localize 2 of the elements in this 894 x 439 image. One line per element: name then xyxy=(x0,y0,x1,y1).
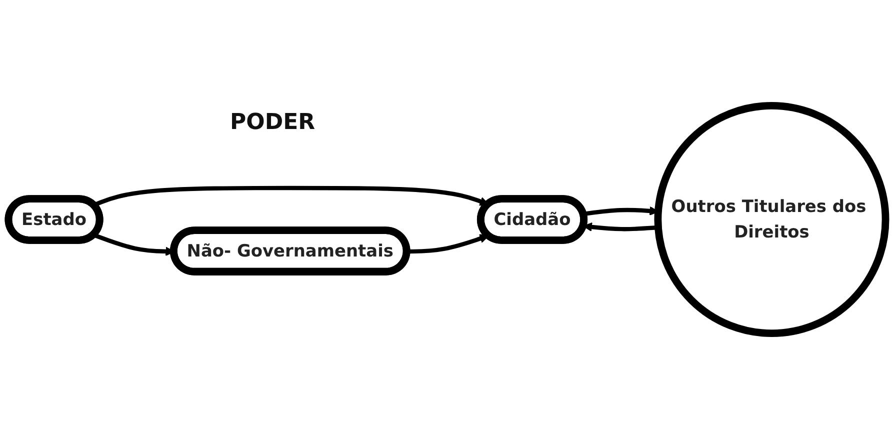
node-circle: Outros Titulares dos Direitos xyxy=(654,102,890,337)
label-text: PODER xyxy=(230,110,316,135)
